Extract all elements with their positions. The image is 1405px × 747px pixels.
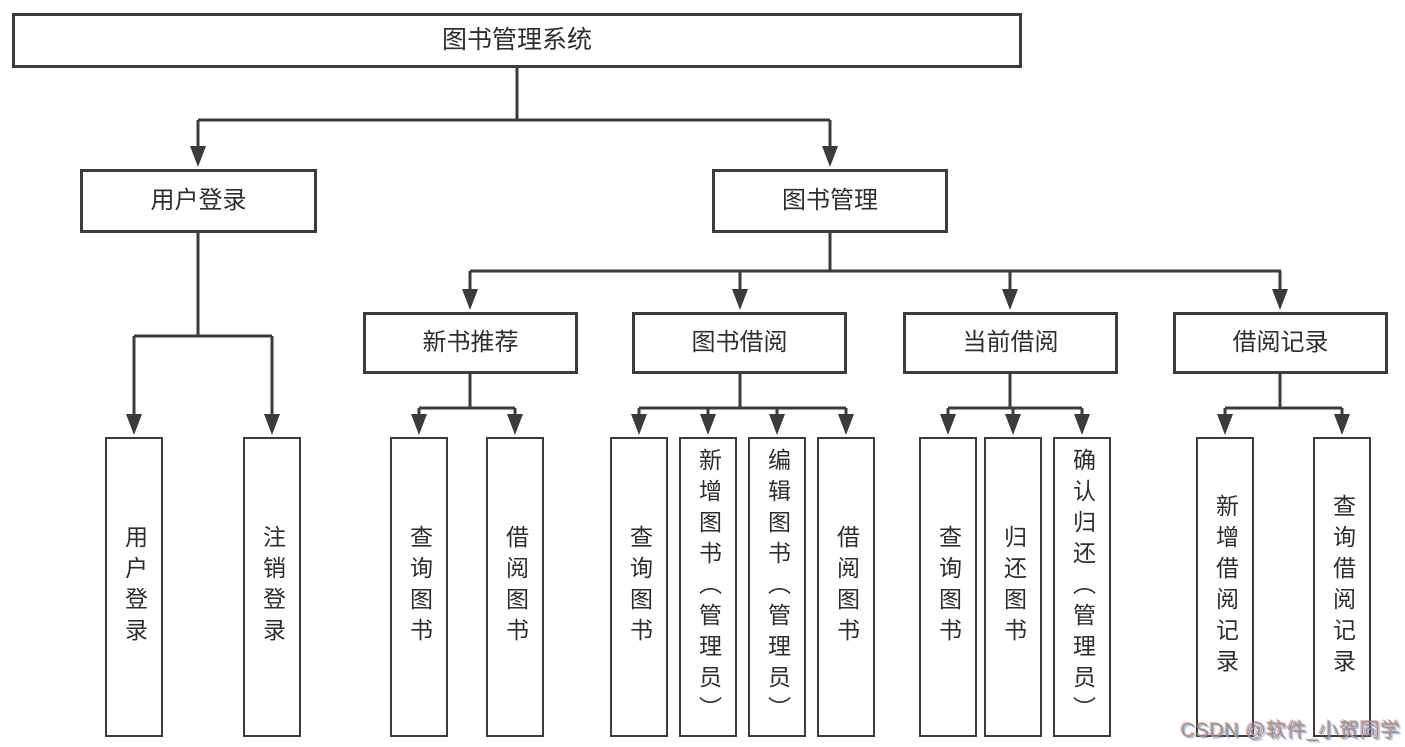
leaf-borrow-query-book: 查询图书 <box>610 437 668 737</box>
leaf-record-query-record: 查询借阅记录 <box>1313 437 1371 737</box>
leaf-current-query-book: 查询图书 <box>919 437 977 737</box>
leaf-borrow-borrow-book: 借阅图书 <box>817 437 875 737</box>
node-current-borrow: 当前借阅 <box>903 312 1118 374</box>
leaf-user-login: 用户登录 <box>105 437 163 737</box>
node-book-borrow: 图书借阅 <box>632 312 847 374</box>
node-book-management: 图书管理 <box>712 169 948 233</box>
leaf-borrow-edit-book-admin: 编辑图书（管理员） <box>748 437 806 737</box>
node-library-management-system: 图书管理系统 <box>12 13 1022 68</box>
leaf-current-confirm-return-admin: 确认归还（管理员） <box>1053 437 1111 737</box>
leaf-record-add-record: 新增借阅记录 <box>1196 437 1254 737</box>
leaf-logout: 注销登录 <box>243 437 301 737</box>
leaf-current-return-book: 归还图书 <box>984 437 1042 737</box>
leaf-recommend-borrow-book: 借阅图书 <box>486 437 544 737</box>
leaf-recommend-query-book: 查询图书 <box>390 437 448 737</box>
node-user-login: 用户登录 <box>80 169 317 233</box>
leaf-borrow-add-book-admin: 新增图书（管理员） <box>679 437 737 737</box>
node-new-book-recommend: 新书推荐 <box>363 312 578 374</box>
csdn-watermark: CSDN @软件_小贺同学 <box>1180 720 1401 742</box>
node-borrow-records: 借阅记录 <box>1173 312 1388 374</box>
